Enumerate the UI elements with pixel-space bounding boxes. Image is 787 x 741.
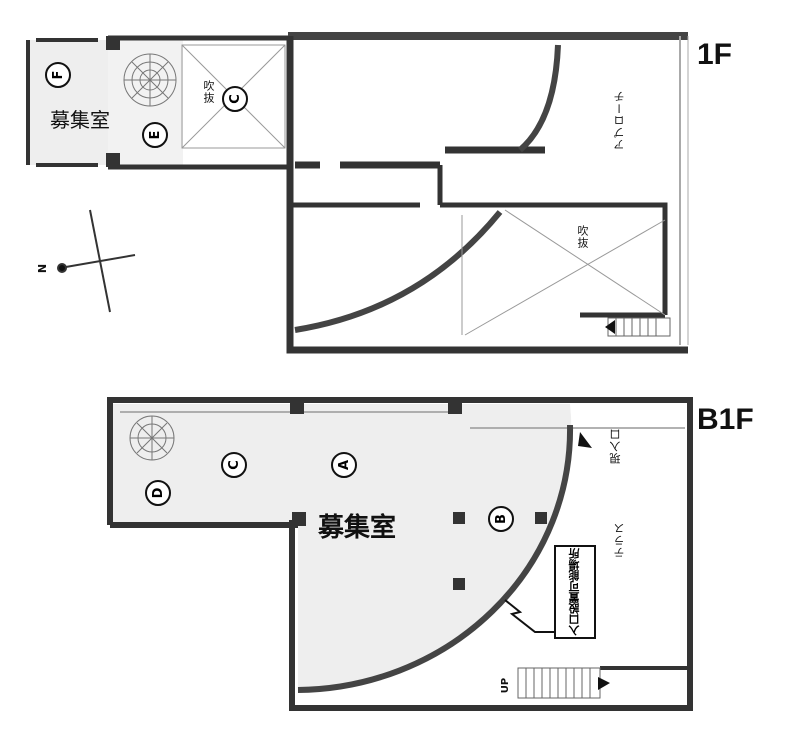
pointer-arrow-icon [504,599,554,633]
curved-wall [297,424,574,693]
north-label: N [36,263,50,274]
room-label-recruit-b1f: 募集室 [318,513,397,543]
stairs-b1f [517,667,601,699]
current-entrance-label: 現入口 [609,428,622,464]
marker-c-1f: C [222,86,248,112]
marker-e: E [142,122,168,148]
marker-d: D [145,480,171,506]
floor-label-b1f: B1F [697,403,754,436]
marker-a: A [331,452,357,478]
entrance-arrow-icon [578,432,592,448]
floor-label-1f: 1F [697,38,733,71]
approach-label: アプローチ [613,90,626,150]
entrance-note: 入口設置可能場所 [554,545,596,639]
void-label-1f-right: 吹抜 [576,225,589,249]
spiral-stair-icon [129,415,175,461]
room-label-recruit-1f: 募集室 [50,108,110,132]
compass-icon [57,209,136,313]
marker-b: B [488,506,514,532]
wall [108,35,300,170]
void-label-1f-left: 吹抜 [202,80,215,104]
wall-b1f [107,397,693,711]
annex-1f [28,40,108,165]
terrace-label: テラス [613,522,626,558]
marker-f: F [45,62,71,88]
spiral-stair-icon [123,53,177,107]
marker-c: C [221,452,247,478]
up-label: UP [500,677,512,694]
